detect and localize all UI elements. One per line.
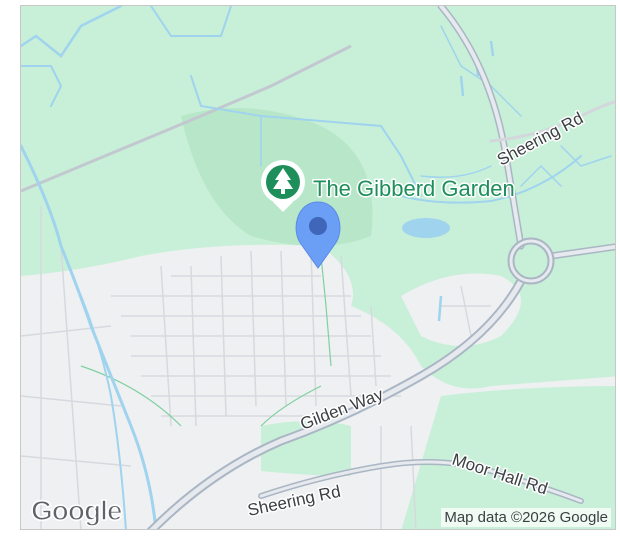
location-pin-icon[interactable]	[295, 201, 341, 269]
poi-gibberd-garden[interactable]	[261, 160, 305, 212]
minor-streets	[21, 206, 491, 529]
map-canvas[interactable]: Sheering Rd Gilden Way Moor Hall Rd Shee…	[21, 6, 616, 530]
footpaths	[80, 255, 332, 427]
google-logo[interactable]: Google	[30, 494, 123, 527]
roundabout-inner	[509, 239, 553, 283]
map-attribution[interactable]: Map data ©2026 Google	[441, 508, 611, 527]
poi-halo-tip	[273, 202, 293, 212]
park-area-south	[261, 421, 351, 476]
poi-label[interactable]: The Gibberd Garden	[312, 175, 517, 203]
major-roads	[146, 6, 615, 529]
railway-line	[21, 44, 352, 193]
pond	[402, 218, 450, 238]
water-streams	[21, 6, 612, 529]
tree-icon	[273, 168, 293, 194]
map-view[interactable]: Sheering Rd Gilden Way Moor Hall Rd Shee…	[20, 5, 616, 530]
